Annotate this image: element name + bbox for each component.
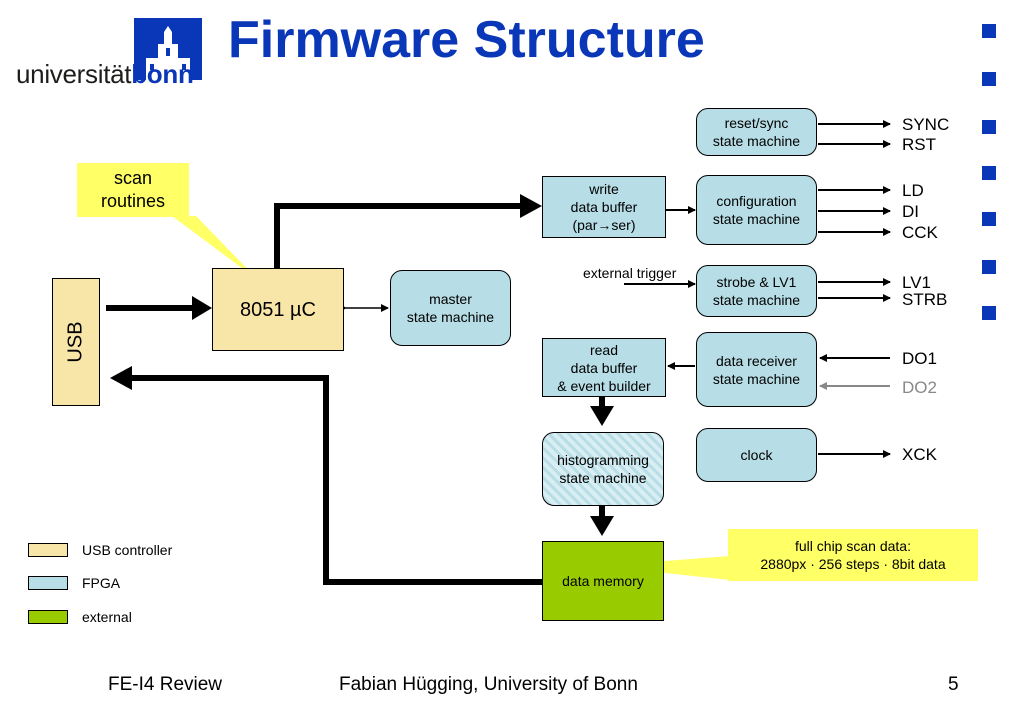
- signal-xck: XCK: [902, 445, 937, 464]
- slide-title: Firmware Structure: [228, 11, 705, 69]
- signal-sync: SYNC: [902, 115, 950, 134]
- decor-square: [982, 120, 996, 134]
- usb-block: USB: [52, 278, 100, 406]
- full-chip-note: full chip scan data:2880px · 256 steps ·…: [728, 529, 978, 581]
- legend-swatch-external: [28, 610, 68, 624]
- right-arrow-icon: →: [597, 217, 612, 233]
- decor-square: [982, 306, 996, 320]
- microcontroller-block: 8051 µC: [212, 268, 344, 351]
- page-number: 5: [948, 674, 959, 695]
- decor-square: [982, 260, 996, 274]
- legend-label-fpga: FPGA: [82, 575, 121, 591]
- signal-lv1: LV1: [902, 273, 931, 292]
- memory-to-usb-head: [110, 366, 132, 390]
- signal-ld: LD: [902, 181, 924, 200]
- scan-routines-pointer: [172, 216, 258, 280]
- hist-to-mem-head: [590, 516, 614, 536]
- decor-square: [982, 212, 996, 226]
- decor-square: [982, 72, 996, 86]
- legend-label-usb-controller: USB controller: [82, 542, 173, 558]
- decor-square: [982, 166, 996, 180]
- external-trigger-label: external trigger: [583, 265, 677, 281]
- uc-to-write-line: [274, 203, 522, 268]
- signal-di: DI: [902, 202, 919, 221]
- uc-to-write-head: [520, 194, 542, 218]
- decor-square: [982, 24, 996, 38]
- data-memory-block: data memory: [542, 541, 664, 621]
- memory-to-usb-line: [130, 375, 542, 585]
- legend-label-external: external: [82, 609, 132, 625]
- university-building-logo: [134, 18, 202, 80]
- signal-cck: CCK: [902, 223, 938, 242]
- signal-strb: STRB: [902, 290, 948, 309]
- clock-block: clock: [696, 428, 817, 482]
- usb-to-uc-head: [192, 296, 212, 320]
- legend-swatch-usb-controller: [28, 543, 68, 557]
- legend-swatch-fpga: [28, 576, 68, 590]
- signal-do1: DO1: [902, 349, 937, 368]
- footer-left: FE-I4 Review: [108, 674, 223, 695]
- university-logo-text: universitätbonn: [16, 59, 194, 89]
- read-to-hist-head: [590, 406, 614, 426]
- signal-do2: DO2: [902, 378, 937, 397]
- signal-rst: RST: [902, 135, 936, 154]
- footer-center: Fabian Hügging, University of Bonn: [339, 674, 638, 695]
- full-chip-pointer: [600, 556, 730, 580]
